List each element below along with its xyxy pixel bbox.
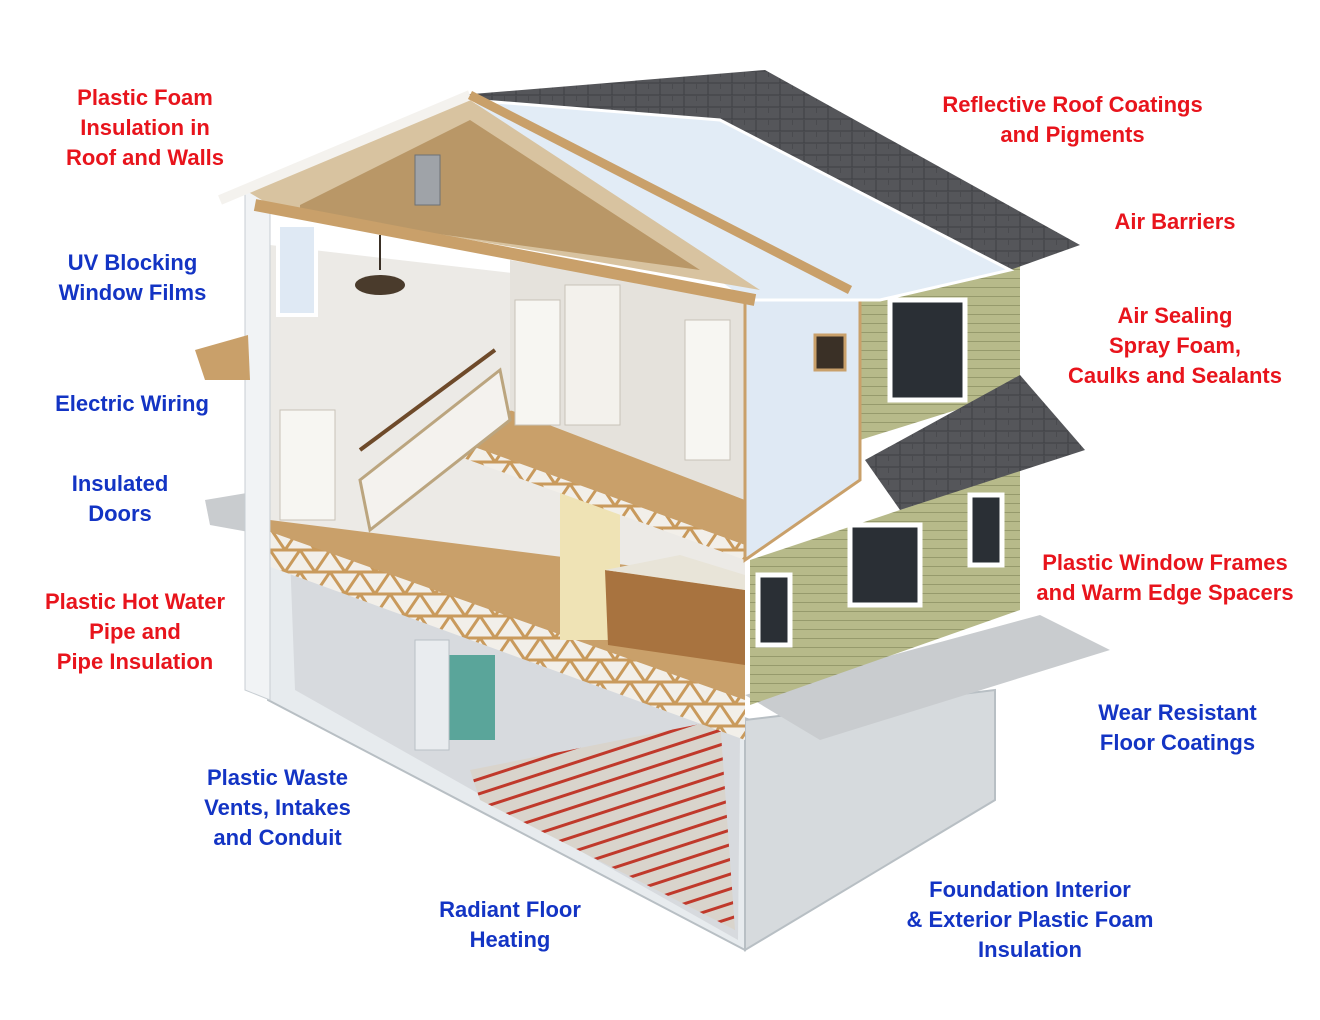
second-floor-deck bbox=[450, 410, 745, 545]
window-upper bbox=[887, 297, 968, 403]
foam-wall-panel bbox=[743, 288, 862, 563]
wall-opening bbox=[813, 333, 847, 372]
second-floor-joist bbox=[455, 440, 745, 560]
staircase bbox=[358, 367, 512, 533]
furnace bbox=[445, 655, 495, 740]
porch-beam bbox=[195, 335, 250, 380]
label-foundation-plastic-foam: Foundation Interior& Exterior Plastic Fo… bbox=[906, 877, 1154, 962]
kitchen-island bbox=[605, 570, 745, 665]
label-air-barriers: Air Barriers bbox=[1114, 209, 1236, 234]
ground-slab-right bbox=[745, 615, 1110, 740]
door-upper-right bbox=[684, 319, 731, 461]
window-lower-3 bbox=[755, 572, 793, 648]
window-lower-1 bbox=[847, 522, 923, 608]
basement-floor bbox=[470, 720, 735, 930]
stair-window bbox=[276, 223, 318, 317]
door-upper bbox=[514, 299, 561, 426]
kitchen-counter-top bbox=[605, 555, 745, 590]
electrical-panel bbox=[414, 154, 441, 206]
bookshelf bbox=[564, 284, 621, 426]
main-floor-joist bbox=[265, 530, 745, 740]
water-heater bbox=[414, 639, 450, 751]
main-roof bbox=[460, 70, 1080, 270]
chandelier bbox=[355, 275, 405, 295]
attic-interior bbox=[300, 120, 700, 270]
front-door bbox=[279, 409, 336, 521]
lower-roof bbox=[865, 375, 1085, 510]
window-lower-2 bbox=[967, 492, 1005, 568]
label-electric-wiring: Electric Wiring bbox=[55, 391, 209, 416]
